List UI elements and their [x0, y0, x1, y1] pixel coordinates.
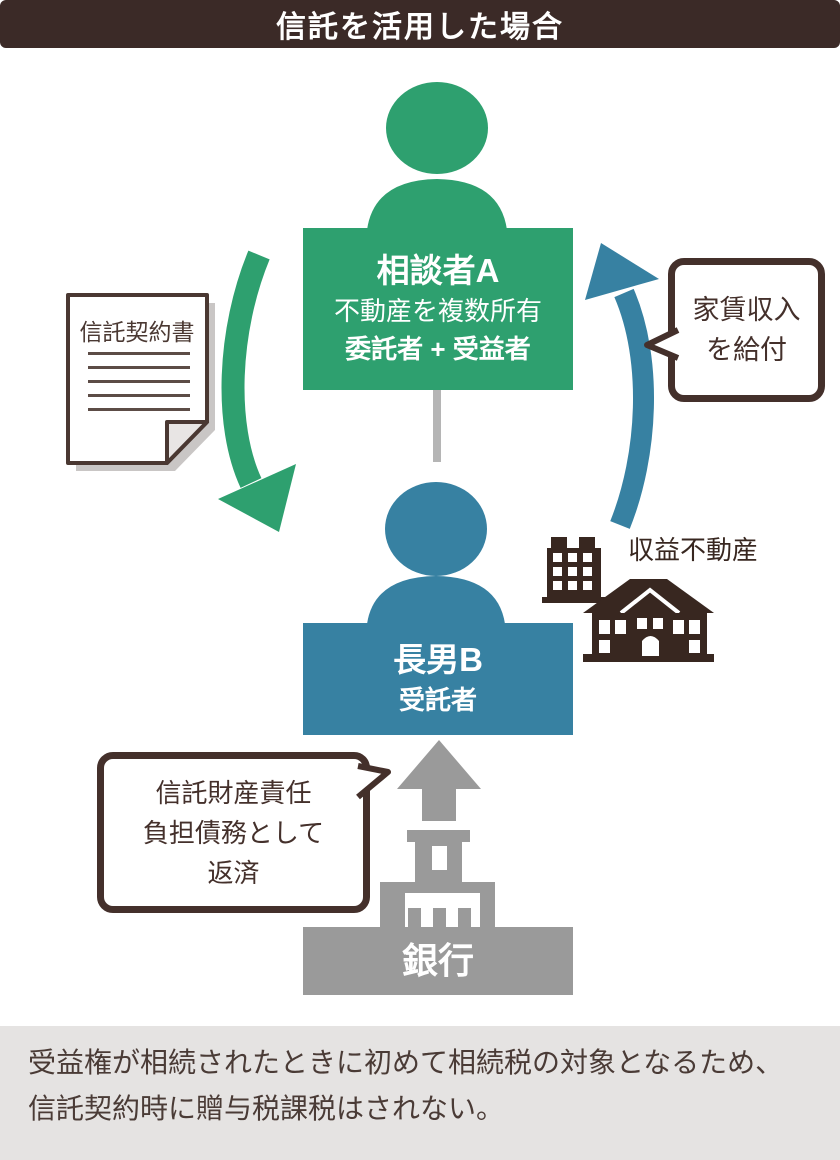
note-text: 受益権が相続されたときに初めて相続税の対象となるため、 信託契約時に贈与税課税は… [28, 1040, 783, 1132]
repayment-bubble-line2: 負担債務として [142, 817, 325, 848]
rent-bubble-tail [644, 327, 680, 361]
title-bar: 信託を活用した場合 [0, 0, 840, 48]
income-property-label: 収益不動産 [627, 535, 758, 565]
trust-deed-arrow-icon [218, 250, 296, 532]
trust-document-icon [66, 293, 215, 471]
bank-box: 銀行 [303, 927, 573, 995]
connector-line [433, 387, 441, 462]
son-name: 長男B [393, 641, 483, 678]
consultant-roles: 委託者 + 受益者 [345, 334, 531, 364]
bank-label: 銀行 [401, 940, 474, 981]
repayment-bubble: 信託財産責任 負担債務として 返済 [97, 752, 370, 913]
rent-bubble-line1: 家賃収入 [692, 295, 801, 325]
consultant-name: 相談者A [376, 252, 500, 289]
consultant-person-icon [367, 82, 507, 230]
note-panel: 受益権が相続されたときに初めて相続税の対象となるため、 信託契約時に贈与税課税は… [0, 1026, 840, 1160]
house-icon [583, 579, 714, 662]
bank-icon [380, 830, 495, 927]
son-role: 受託者 [398, 685, 477, 715]
consultant-description: 不動産を複数所有 [333, 296, 542, 326]
repayment-bubble-line1: 信託財産責任 [155, 777, 312, 808]
repayment-bubble-line3: 返済 [207, 857, 260, 888]
page-title: 信託を活用した場合 [276, 11, 564, 44]
son-person-icon [367, 482, 505, 624]
son-box: 長男B 受託者 [303, 623, 573, 735]
trust-document-title: 信託契約書 [79, 319, 195, 345]
note-line2: 信託契約時に贈与税課税はされない。 [28, 1093, 505, 1124]
note-line1: 受益権が相続されたときに初めて相続税の対象となるため、 [28, 1047, 784, 1078]
apartment-icon [542, 537, 606, 603]
rent-bubble-line2: を給付 [706, 335, 787, 365]
document-text-lines [88, 352, 190, 411]
rent-bubble: 家賃収入 を給付 [668, 258, 825, 402]
repayment-arrow-icon [397, 740, 481, 821]
repayment-bubble-tail [356, 763, 391, 800]
rent-arrow-icon [585, 243, 659, 529]
consultant-box: 相談者A 不動産を複数所有 委託者 + 受益者 [303, 228, 573, 390]
